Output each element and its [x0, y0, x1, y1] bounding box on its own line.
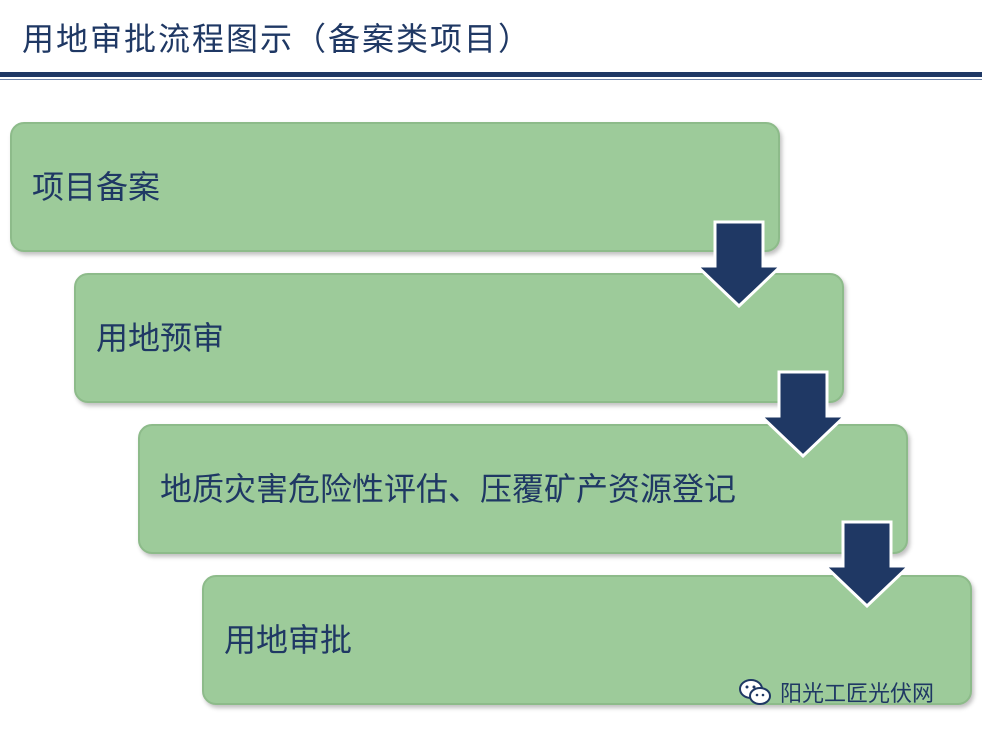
- watermark-text: 阳光工匠光伏网: [780, 682, 935, 707]
- down-arrow-icon: [823, 520, 911, 608]
- step-box-land-pre-review: 用地预审: [74, 273, 844, 403]
- step-box-geohazard-assessment: 地质灾害危险性评估、压覆矿产资源登记: [138, 424, 908, 554]
- down-arrow-icon: [695, 220, 783, 308]
- step-label: 项目备案: [32, 168, 161, 206]
- title-divider-thin: [0, 79, 982, 80]
- step-label: 用地审批: [224, 621, 353, 659]
- step-box-project-filing: 项目备案: [10, 122, 780, 252]
- step-label: 用地预审: [96, 319, 225, 357]
- step-label: 地质灾害危险性评估、压覆矿产资源登记: [160, 470, 737, 508]
- step-box-land-approval: 用地审批: [202, 575, 972, 705]
- down-arrow-icon: [759, 370, 847, 458]
- page-title: 用地审批流程图示（备案类项目）: [22, 20, 533, 58]
- title-divider: [0, 72, 982, 77]
- wechat-icon: [739, 679, 771, 705]
- watermark: 阳光工匠光伏网: [738, 676, 934, 708]
